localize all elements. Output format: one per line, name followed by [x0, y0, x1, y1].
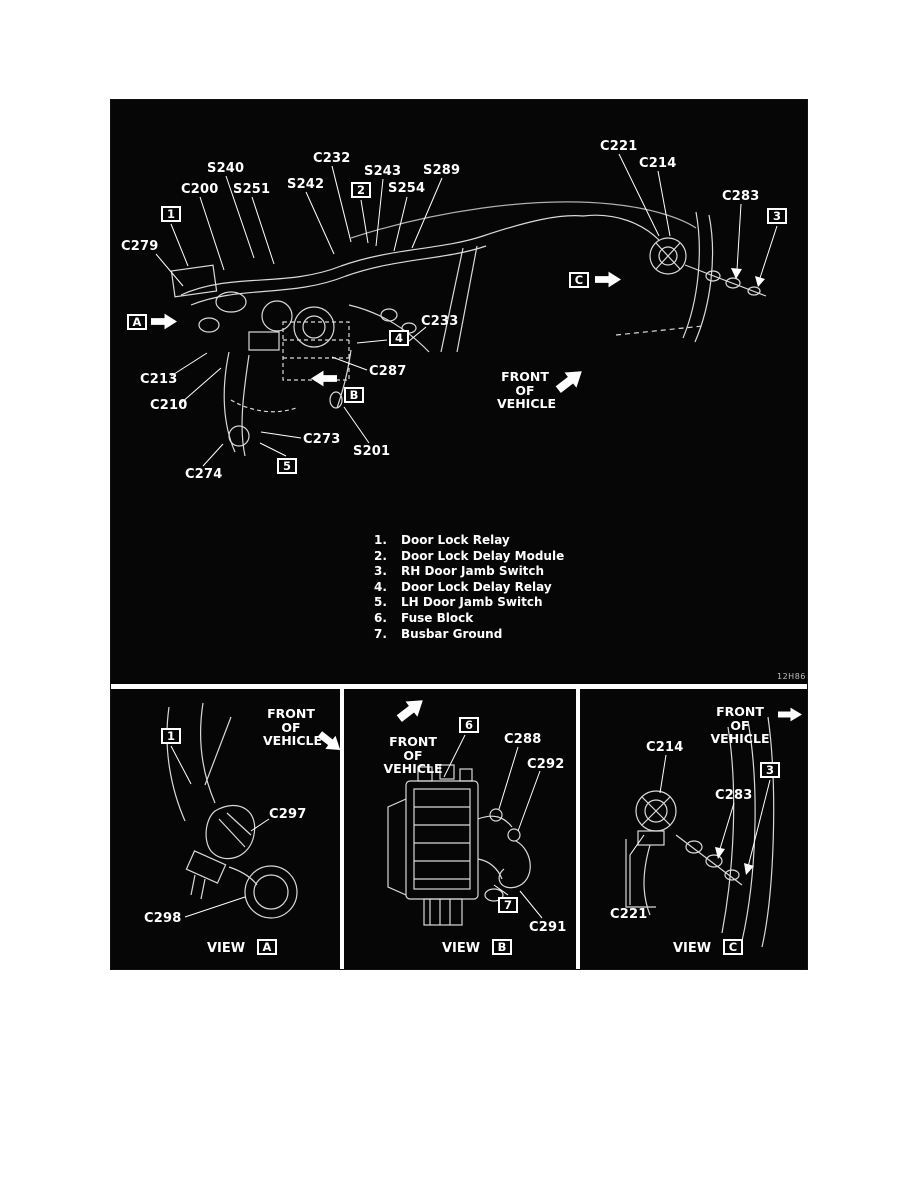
view-c-panel: FRONT OF VEHICLE C214 3 C283 C221 VIEW C — [580, 689, 807, 969]
callout-s240: S240 — [207, 161, 245, 176]
front-line-2: OF VEHICLE — [710, 717, 770, 746]
view-ref-box-c: C — [569, 272, 589, 288]
callout-c200: C200 — [181, 182, 219, 197]
connector-location-figure: C232 S240 S243 S289 C200 S251 S242 S254 … — [110, 99, 808, 970]
view-ref-box-a: A — [127, 314, 147, 330]
ref-box-1: 1 — [161, 728, 181, 744]
legend-item-number: 4. — [374, 579, 387, 594]
front-of-vehicle-label: FRONT OF VEHICLE — [374, 735, 452, 776]
ref-box-6: 6 — [459, 717, 479, 733]
legend-item: 2. Door Lock Delay Module — [374, 549, 564, 565]
legend-item-label: Door Lock Relay — [401, 533, 510, 547]
callout-c287: C287 — [369, 364, 407, 379]
ref-box-1: 1 — [161, 206, 181, 222]
callout-c279: C279 — [121, 239, 159, 254]
callout-c210: C210 — [150, 398, 188, 413]
view-b-panel: FRONT OF VEHICLE 6 7 C288 C292 C291 VIEW… — [344, 689, 576, 969]
front-line-1: FRONT — [501, 369, 549, 384]
callout-s254: S254 — [388, 181, 426, 196]
legend-item-label: RH Door Jamb Switch — [401, 564, 545, 579]
legend-item-number: 6. — [374, 610, 387, 625]
front-of-vehicle-label: FRONT OF VEHICLE — [263, 706, 323, 748]
callout-c288: C288 — [504, 732, 542, 747]
callout-c274: C274 — [185, 467, 223, 482]
main-diagram-panel: C232 S240 S243 S289 C200 S251 S242 S254 … — [111, 100, 807, 684]
ref-box-4: 4 — [389, 330, 409, 346]
legend-item-number: 7. — [374, 626, 387, 641]
legend-item: 5. LH Door Jamb Switch — [374, 595, 564, 611]
callout-c213: C213 — [140, 372, 178, 387]
harness-artwork-view-c — [625, 716, 775, 948]
legend-item-number: 5. — [374, 595, 387, 610]
ref-box-2: 2 — [351, 182, 371, 198]
callout-s289: S289 — [423, 163, 461, 178]
callout-c273: C273 — [303, 432, 341, 447]
callout-c214: C214 — [646, 740, 684, 755]
figure-code: 12H86 — [777, 672, 806, 681]
view-letter-box-b: B — [492, 939, 512, 955]
harness-artwork-view-b — [387, 734, 543, 926]
view-ref-box-b: B — [344, 387, 364, 403]
ref-box-3: 3 — [767, 208, 787, 224]
ref-box-7: 7 — [498, 897, 518, 913]
callout-c283: C283 — [715, 788, 753, 803]
front-of-vehicle-label: FRONT OF VEHICLE — [497, 369, 557, 411]
callout-s251: S251 — [233, 182, 271, 197]
legend-item-label: LH Door Jamb Switch — [401, 595, 543, 610]
legend-item-label: Busbar Ground — [401, 626, 503, 641]
ref-box-3: 3 — [760, 762, 780, 778]
legend-item: 7. Busbar Ground — [374, 627, 564, 643]
callout-c221: C221 — [610, 907, 648, 922]
callout-c221: C221 — [600, 139, 638, 154]
legend-item: 4. Door Lock Delay Relay — [374, 580, 564, 596]
view-a-panel: 1 FRONT OF VEHICLE C297 C298 VIEW A — [111, 689, 340, 969]
legend-item-number: 2. — [374, 548, 387, 563]
legend-item: 6. Fuse Block — [374, 611, 564, 627]
harness-artwork-view-a — [166, 702, 298, 919]
front-line-1: FRONT — [716, 704, 764, 719]
callout-c298: C298 — [144, 911, 182, 926]
front-line-2: OF VEHICLE — [383, 747, 443, 776]
callout-c291: C291 — [529, 920, 567, 935]
front-line-3: VEHICLE — [497, 396, 557, 411]
front-line-1: FRONT — [389, 734, 437, 749]
legend: 1. Door Lock Relay 2. Door Lock Delay Mo… — [374, 533, 564, 642]
legend-item-label: Door Lock Delay Relay — [401, 579, 552, 594]
front-line-2: OF — [515, 382, 535, 398]
callout-c232: C232 — [313, 151, 351, 166]
view-title: VIEW — [673, 941, 712, 956]
ref-box-5: 5 — [277, 458, 297, 474]
legend-item: 1. Door Lock Relay — [374, 533, 564, 549]
callout-s242: S242 — [287, 177, 325, 192]
callout-s201: S201 — [353, 444, 391, 459]
legend-item: 3. RH Door Jamb Switch — [374, 564, 564, 580]
legend-item-label: Door Lock Delay Module — [401, 548, 565, 563]
front-line-3: VEHICLE — [263, 733, 323, 748]
callout-c283: C283 — [722, 189, 760, 204]
harness-artwork-main — [155, 153, 778, 467]
front-line-1: FRONT — [267, 706, 315, 721]
callout-c297: C297 — [269, 807, 307, 822]
front-line-2: OF — [281, 719, 301, 735]
legend-item-label: Fuse Block — [401, 610, 474, 625]
callout-c214: C214 — [639, 156, 677, 171]
view-title: VIEW — [207, 941, 246, 956]
callout-c292: C292 — [527, 757, 565, 772]
view-letter-box-a: A — [257, 939, 277, 955]
front-of-vehicle-label: FRONT OF VEHICLE — [706, 705, 774, 746]
view-title: VIEW — [442, 941, 481, 956]
legend-item-number: 1. — [374, 533, 387, 547]
callout-c233: C233 — [421, 314, 459, 329]
callout-s243: S243 — [364, 164, 402, 179]
view-letter-box-c: C — [723, 939, 743, 955]
legend-item-number: 3. — [374, 564, 387, 579]
